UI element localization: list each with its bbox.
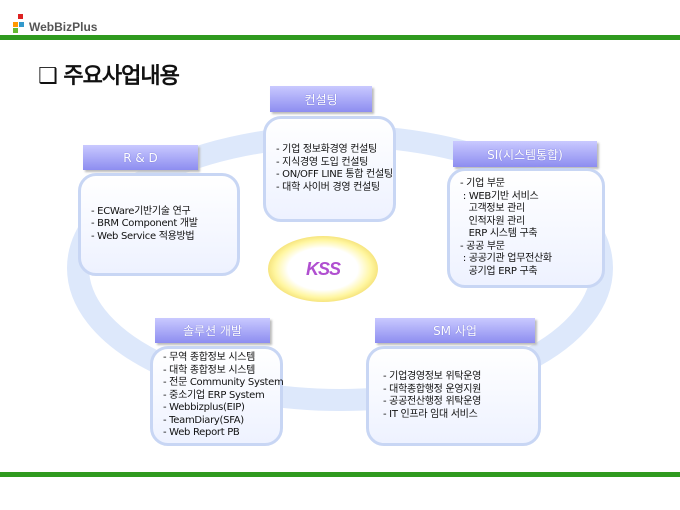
logo-icon (13, 14, 24, 33)
page-title: ❑ 주요사업내용 (38, 64, 180, 89)
si-header: SI(시스템통합) (453, 141, 597, 167)
rnd-box: - ECWare기반기술 연구 - BRM Component 개발 - Web… (78, 173, 240, 276)
top-divider (0, 35, 680, 40)
consulting-box: - 기업 정보화경영 컨설팅 - 지식경영 도입 컨설팅 - ON/OFF LI… (263, 116, 396, 222)
center-logo-kss: KSS (268, 236, 378, 302)
si-box: - 기업 부문 : WEB기반 서비스 고객정보 관리 인적자원 관리 ERP … (447, 168, 605, 288)
sm-box: - 기업경영정보 위탁운영 - 대학종합행정 운영지원 - 공공전산행정 위탁운… (366, 346, 541, 446)
sm-header: SM 사업 (375, 318, 535, 343)
rnd-header: R & D (83, 145, 198, 170)
solution-header: 솔루션 개발 (155, 318, 270, 343)
logo: WebBizPlus (12, 12, 97, 34)
logo-text: WebBizPlus (29, 20, 98, 34)
consulting-header: 컨설팅 (270, 86, 372, 112)
solution-box: - 무역 종합정보 시스템 - 대학 종합정보 시스템 - 전문 Communi… (150, 346, 284, 446)
bottom-divider (0, 472, 680, 477)
